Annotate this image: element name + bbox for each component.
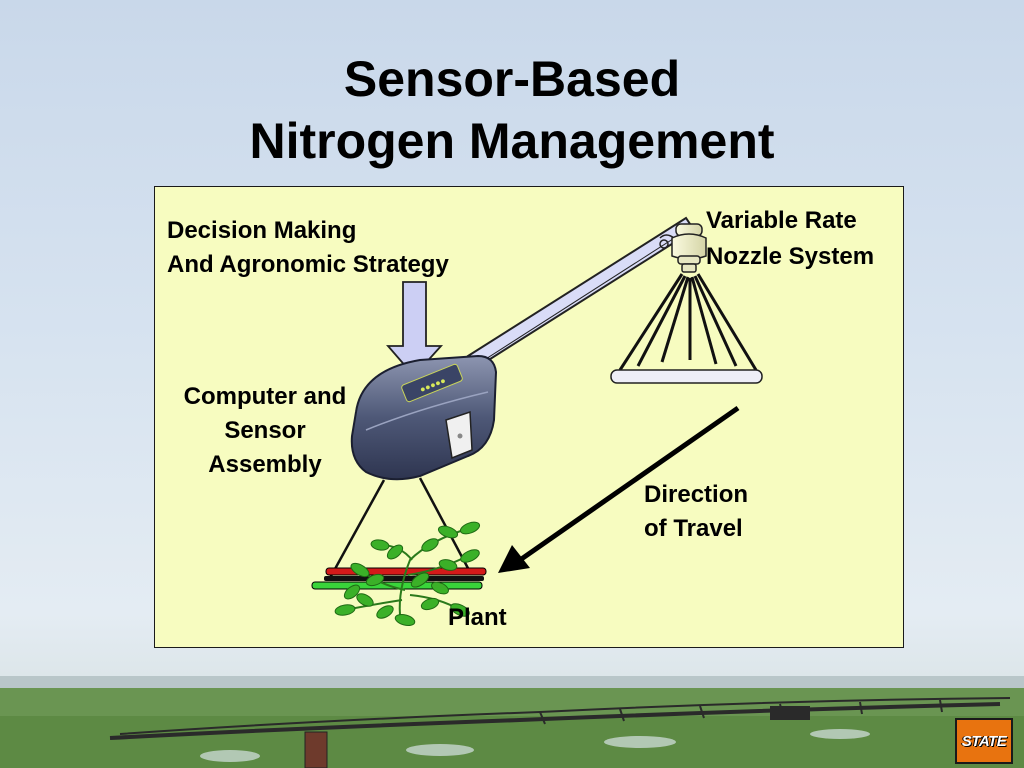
plant-icon — [334, 521, 481, 626]
spray-bar — [610, 369, 763, 384]
field-boom-photo — [0, 676, 1024, 768]
plant-label: Plant — [448, 604, 507, 631]
direction-label-line-1: Direction — [644, 481, 749, 508]
diagram-panel — [154, 186, 904, 648]
computer-label-line-2: Sensor — [224, 417, 306, 444]
sensor-assembly-icon: ●●●●● — [350, 354, 498, 481]
computer-label: Computer and Sensor Assembly — [165, 380, 365, 482]
nozzle-system — [610, 223, 763, 384]
osu-logo: STATE — [955, 718, 1013, 764]
title-line-2: Nitrogen Management — [249, 113, 775, 169]
direction-arrow — [498, 405, 740, 573]
boom-arm — [466, 216, 696, 370]
title-line-1: Sensor-Based — [343, 51, 681, 107]
computer-label-line-3: Assembly — [208, 451, 322, 478]
nozzle-head-icon — [671, 223, 707, 273]
nozzle-label-line-2: Nozzle System — [706, 243, 875, 270]
decision-label-line-1: Decision Making — [167, 217, 357, 244]
decision-label: Decision Making And Agronomic Strategy — [167, 214, 449, 282]
direction-label: Direction of Travel — [644, 478, 748, 546]
decision-label-line-2: And Agronomic Strategy — [167, 251, 449, 278]
direction-label-line-2: of Travel — [644, 515, 743, 542]
nozzle-label: Variable Rate Nozzle System — [706, 203, 874, 275]
computer-label-line-1: Computer and — [183, 383, 347, 410]
nozzle-label-line-1: Variable Rate — [706, 207, 857, 234]
slide-title: Sensor-Based Nitrogen Management — [0, 48, 1024, 172]
plant-row-strips — [311, 567, 487, 590]
spray-lines — [618, 273, 758, 371]
logo-text: STATE — [961, 732, 1007, 750]
